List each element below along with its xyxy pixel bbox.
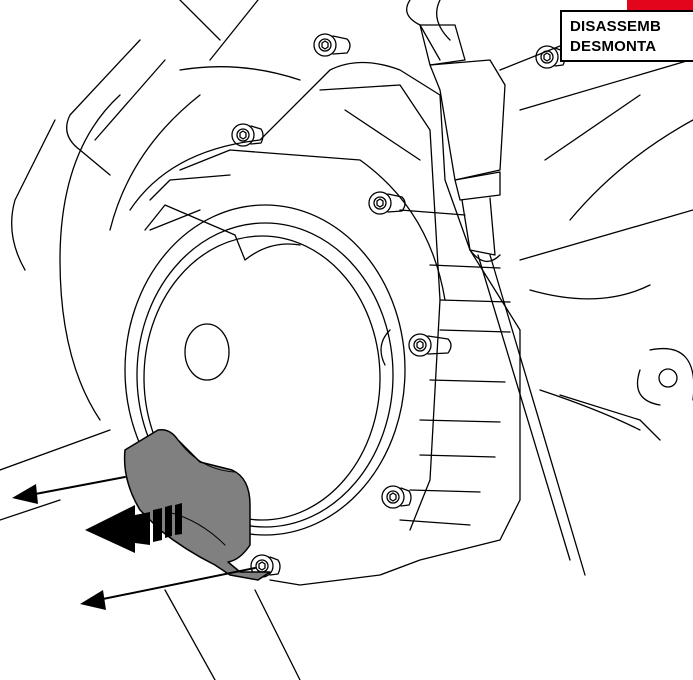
disassembly-label: DISASSEMB DESMONTA — [560, 10, 693, 62]
sprocket-guard — [123, 428, 271, 581]
label-tab — [627, 0, 693, 10]
bolt-icon — [313, 33, 351, 57]
label-line-2: DESMONTA — [570, 38, 657, 55]
generator-cover — [124, 204, 406, 536]
bolts — [231, 33, 566, 578]
guard-shape — [123, 428, 271, 581]
bolt-icon — [231, 123, 264, 147]
engine-case — [129, 61, 521, 586]
clutch-cable — [406, 0, 586, 576]
bolt-icon — [368, 191, 406, 215]
removal-arrows — [12, 476, 256, 610]
label-line-1: DISASSEMB — [570, 18, 661, 35]
big-arrow-icon — [85, 503, 182, 553]
bolt-icon — [408, 333, 452, 357]
arrow-icon — [80, 567, 256, 610]
bolt-icon — [381, 485, 412, 509]
arrow-icon — [12, 476, 126, 504]
